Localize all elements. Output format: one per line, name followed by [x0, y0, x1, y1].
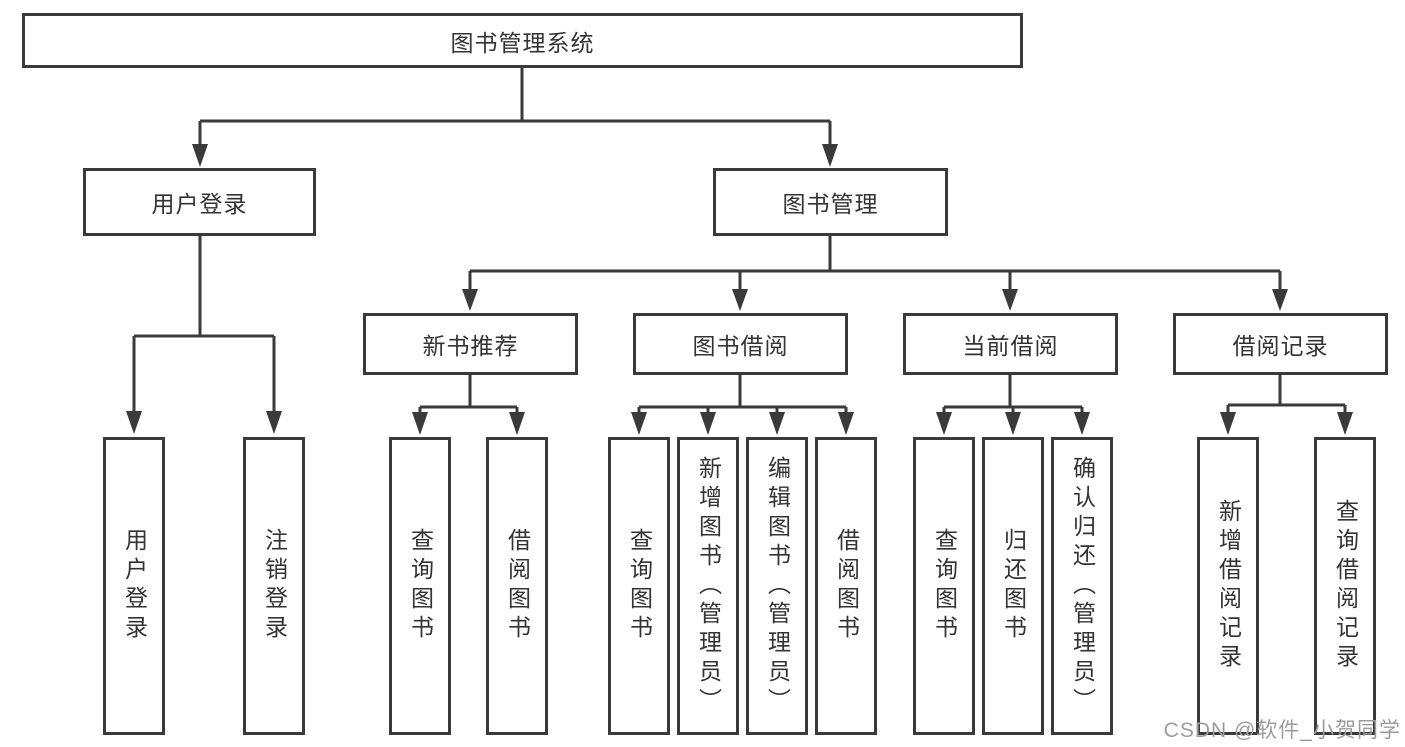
arrowheads	[126, 144, 1353, 435]
leaf-query-books-current: 查询图书	[913, 437, 975, 735]
leaf-query-books-recommend: 查询图书	[389, 437, 451, 735]
node-new-book-recommend: 新书推荐	[363, 313, 578, 375]
leaf-add-books-admin: 新增图书（管理员）	[677, 437, 739, 735]
node-book-management: 图书管理	[713, 168, 948, 236]
leaf-logout: 注销登录	[243, 437, 305, 735]
leaf-query-borrow-record: 查询借阅记录	[1314, 437, 1376, 735]
leaf-return-books: 归还图书	[982, 437, 1044, 735]
node-user-login: 用户登录	[83, 168, 316, 236]
node-book-borrow: 图书借阅	[633, 313, 848, 375]
csdn-watermark: CSDN @软件_小贺同学	[1163, 719, 1401, 742]
leaf-edit-books-admin: 编辑图书（管理员）	[746, 437, 808, 735]
node-library-management-system: 图书管理系统	[22, 13, 1023, 68]
leaf-confirm-return-admin: 确认归还（管理员）	[1051, 437, 1113, 735]
leaf-user-login: 用户登录	[103, 437, 165, 735]
leaf-borrow-books: 借阅图书	[815, 437, 877, 735]
leaf-borrow-books-recommend: 借阅图书	[486, 437, 548, 735]
node-borrow-records: 借阅记录	[1173, 313, 1388, 375]
leaf-query-books-borrow: 查询图书	[608, 437, 670, 735]
leaf-add-borrow-record: 新增借阅记录	[1197, 437, 1259, 735]
node-current-borrow: 当前借阅	[903, 313, 1118, 375]
